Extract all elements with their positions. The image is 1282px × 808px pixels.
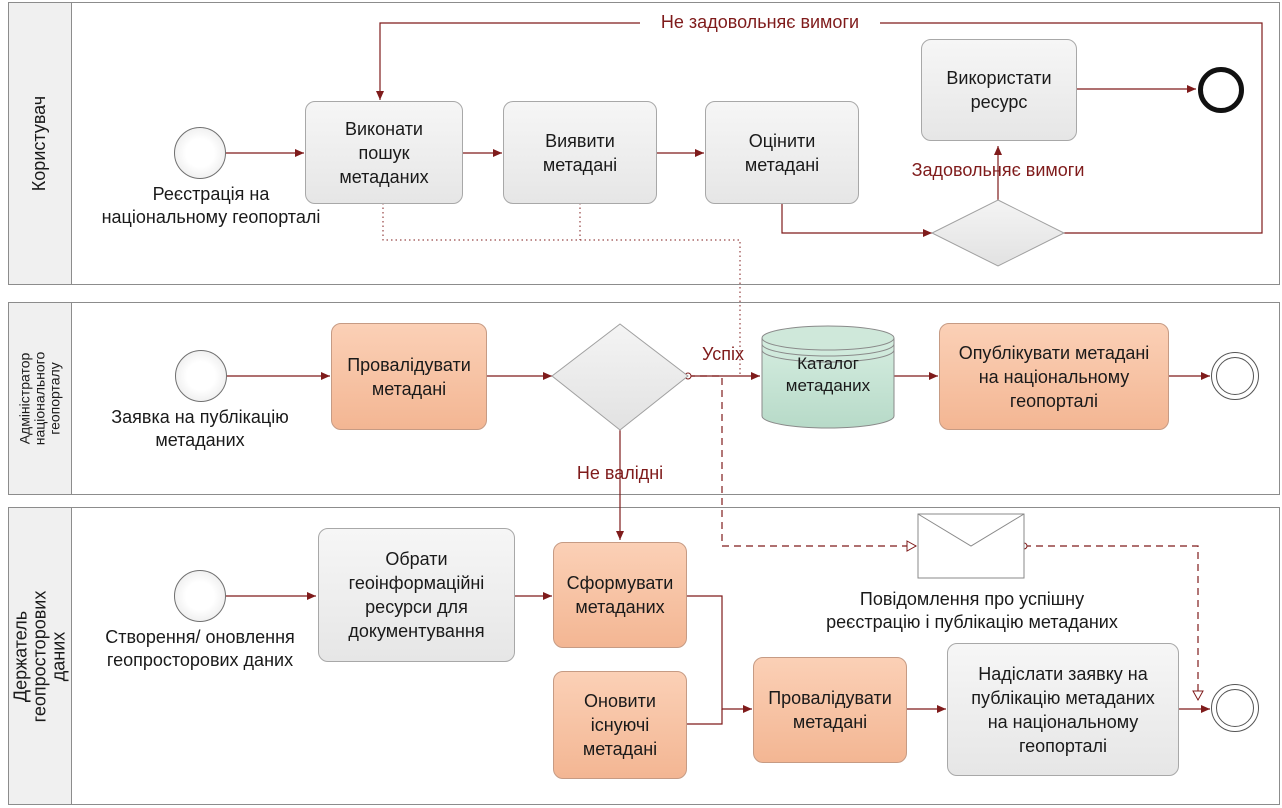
message-label: Повідомлення про успішну реєстрацію і пу… (826, 589, 1118, 632)
task-evaluate-metadata: Оцінити метадані (705, 101, 859, 204)
task-search-metadata: Виконати пошук метаданих (305, 101, 463, 204)
label-success: Успіх (702, 344, 744, 364)
start-label-admin: Заявка на публікацію метаданих (111, 407, 289, 450)
task-publish-metadata: Опублікувати метадані на національному г… (939, 323, 1169, 430)
flow-evaluate-to-gateway (781, 203, 932, 237)
task-validate-metadata-admin: Провалідувати метадані (331, 323, 487, 430)
end-event-user (1198, 67, 1244, 113)
task-choose-resources: Обрати геоінформаційні ресурси для докум… (318, 528, 515, 662)
gateway-validation-result (551, 323, 689, 431)
flow-update-to-validate (686, 709, 723, 725)
message-flow-envelope-to-holder-end (1020, 542, 1204, 702)
end-event-admin (1211, 352, 1259, 400)
association-search-to-catalog (382, 203, 741, 376)
flow-form-to-validate (686, 595, 752, 713)
flow-gateway-loop-back (380, 22, 1263, 234)
start-label-holder: Створення/ оновлення геопросторових дани… (105, 627, 295, 670)
label-not-meets-requirements: Не задовольняє вимоги (660, 12, 860, 32)
start-label-user: Реєстрація на національному геопорталі (101, 184, 321, 227)
lane-header-holder: Держатель геопросторових даних (9, 508, 72, 804)
message-flow-gateway-to-envelope (684, 372, 918, 552)
gateway-meets-requirements (930, 199, 1066, 267)
task-form-metadata: Сформувати метаданих (553, 542, 687, 648)
datastore-metadata-catalog (761, 325, 895, 429)
end-event-holder (1211, 684, 1259, 732)
label-meets-requirements: Задовольняє вимоги (911, 160, 1085, 180)
lane-header-user: Користувач (9, 3, 72, 284)
start-event-holder (174, 570, 226, 622)
task-send-request: Надіслати заявку на публікацію метаданих… (947, 643, 1179, 776)
task-use-resource: Використати ресурс (921, 39, 1077, 141)
label-invalid: Не валідні (576, 463, 664, 483)
start-event-user (174, 127, 226, 179)
task-find-metadata: Виявити метадані (503, 101, 657, 204)
datastore-catalog-label: Каталог метаданих (785, 354, 871, 395)
task-update-metadata: Оновити існуючі метадані (553, 671, 687, 779)
task-validate-metadata-holder: Провалідувати метадані (753, 657, 907, 763)
message-envelope-icon (917, 513, 1025, 579)
start-event-admin (175, 350, 227, 402)
lane-header-admin: Адміністратор національного геопорталу (9, 303, 72, 494)
